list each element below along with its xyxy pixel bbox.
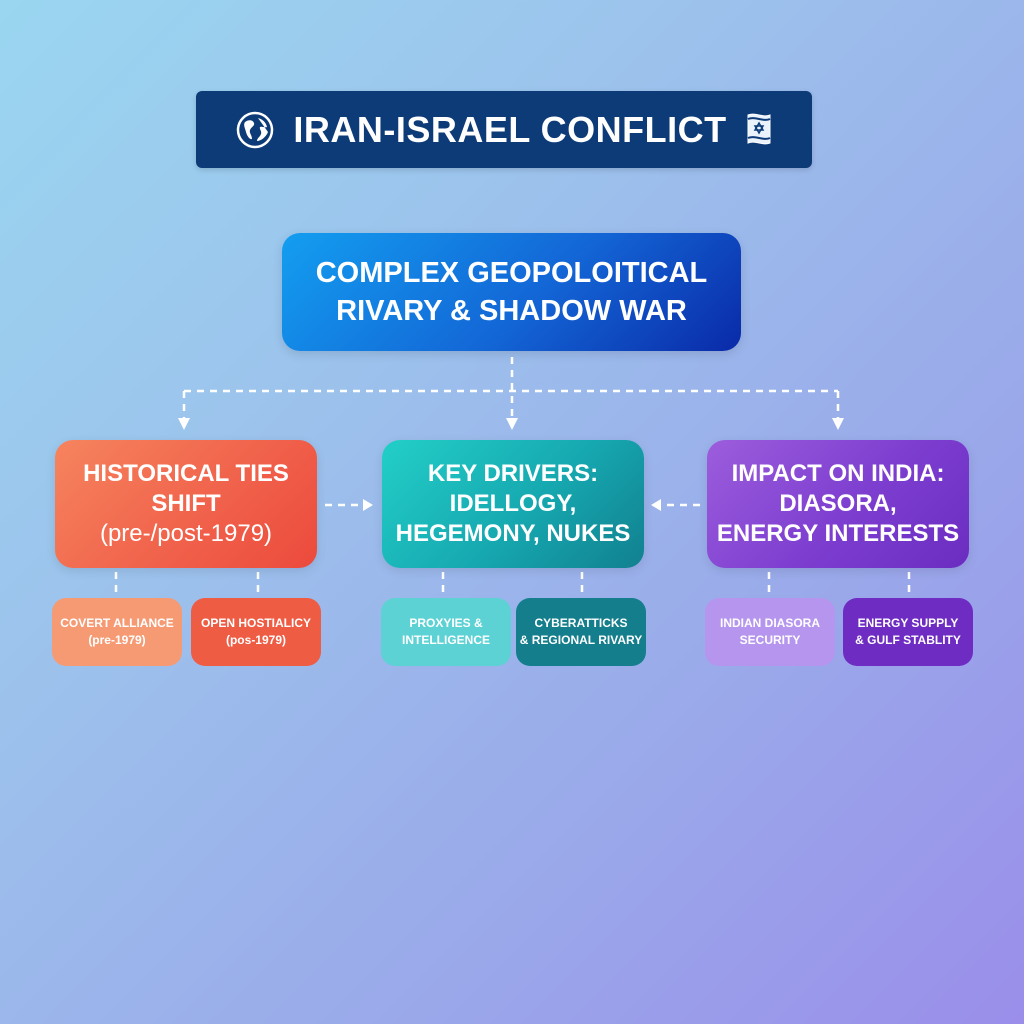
sub-node-cyberattacks: CYBERATTICKS & REGIONAL RIVARY <box>516 598 646 666</box>
card-key-drivers: KEY DRIVERS: IDELLOGY, HEGEMONY, NUKES <box>382 440 644 568</box>
sub-node-line: & REGIONAL RIVARY <box>519 633 643 647</box>
page-title: IRAN-ISRAEL CONFLICT <box>293 108 727 150</box>
card-line: IMPACT ON INDIA: <box>731 460 945 487</box>
sub-node-line: (pre-1979) <box>88 633 146 647</box>
globe-icon <box>235 110 275 150</box>
sub-node-line: & GULF STABLITY <box>855 633 961 647</box>
sub-node-open-hostility: OPEN HOSTIALICY (pos-1979) <box>191 598 321 666</box>
sub-node-line: PROXYIES & <box>409 616 483 630</box>
central-node-line2: RIVARY & SHADOW WAR <box>336 295 687 327</box>
sub-node-proxies-intelligence: PROXYIES & INTELLIGENCE <box>381 598 511 666</box>
card-line: (pre-/post-1979) <box>99 520 273 547</box>
card-historical-ties: HISTORICAL TIES SHIFT (pre-/post-1979) <box>55 440 317 568</box>
sub-node-energy-supply: ENERGY SUPPLY & GULF STABLITY <box>843 598 973 666</box>
card-line: HEGEMONY, NUKES <box>395 520 631 547</box>
sub-node-line: OPEN HOSTIALICY <box>200 616 311 630</box>
sub-node-line: SECURITY <box>739 633 801 647</box>
sub-node-line: INDIAN DIASORA <box>719 616 820 630</box>
sub-node-line: (pos-1979) <box>225 633 287 647</box>
card-line: DIASORA, <box>779 490 897 517</box>
card-line: SHIFT <box>151 490 221 517</box>
sub-node-diaspora-security: INDIAN DIASORA SECURITY <box>705 598 835 666</box>
card-line: ENERGY INTERESTS <box>716 520 960 547</box>
card-line: IDELLOGY, <box>449 490 577 517</box>
israel-flag-icon <box>745 110 773 150</box>
title-banner: IRAN-ISRAEL CONFLICT <box>196 91 812 168</box>
sub-node-line: INTELLIGENCE <box>401 633 490 647</box>
sub-node-covert-alliance: COVERT ALLIANCE (pre-1979) <box>52 598 182 666</box>
card-line: KEY DRIVERS: <box>427 460 599 487</box>
card-impact-on-india: IMPACT ON INDIA: DIASORA, ENERGY INTERES… <box>707 440 969 568</box>
sub-node-line: COVERT ALLIANCE <box>60 616 174 630</box>
central-node: COMPLEX GEOPOLOITICAL RIVARY & SHADOW WA… <box>282 233 741 351</box>
sub-node-line: CYBERATTICKS <box>534 616 628 630</box>
card-line: HISTORICAL TIES <box>83 460 289 487</box>
central-node-line1: COMPLEX GEOPOLOITICAL <box>315 257 708 289</box>
sub-node-line: ENERGY SUPPLY <box>857 616 959 630</box>
